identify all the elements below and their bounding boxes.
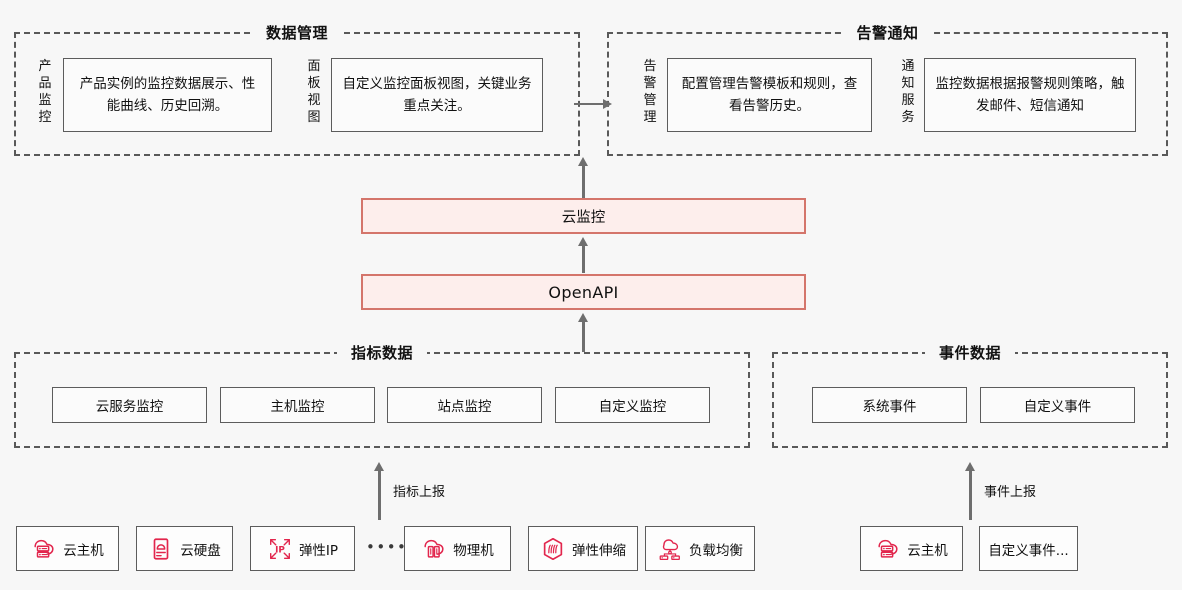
open-api-box[interactable]: OpenAPI [361, 274, 806, 310]
product-bare-metal[interactable]: 物理机 [404, 526, 511, 571]
arrow-data-management-to-alarm [574, 99, 612, 110]
arrow-shaft [582, 243, 585, 273]
arrow-head [578, 237, 588, 246]
product-cloud-server-event[interactable]: 云主机 [860, 526, 963, 571]
product-cloud-server-metric[interactable]: 云主机 [16, 526, 119, 571]
cloud-monitor-box[interactable]: 云监控 [361, 198, 806, 234]
group-alarm-notification: 告警通知 [607, 22, 1168, 156]
product-elastic-ip[interactable]: IP 弹性IP [250, 526, 355, 571]
auto-scaling-icon [540, 536, 566, 562]
arrow-label-metric-report: 指标上报 [393, 485, 446, 500]
chip-site-monitor[interactable]: 站点监控 [387, 387, 542, 423]
load-balancer-icon [657, 536, 683, 562]
product-label: 弹性伸缩 [572, 542, 626, 559]
cloud-server-icon [875, 536, 901, 562]
desc-box-product-monitor: 产品实例的监控数据展示、性能曲线、历史回溯。 [63, 58, 272, 132]
product-label: 自定义事件... [988, 542, 1069, 559]
elastic-ip-icon: IP [267, 536, 293, 562]
desc-box-panel-view: 自定义监控面板视图，关键业务重点关注。 [331, 58, 543, 132]
product-label: 物理机 [453, 542, 494, 559]
product-label: 云主机 [907, 542, 948, 559]
arrow-head [603, 99, 612, 109]
group-metric-data-title: 指标数据 [336, 342, 428, 363]
group-metric-data: 指标数据 [14, 342, 750, 448]
product-label: 云硬盘 [180, 542, 221, 559]
arrow-head [578, 313, 588, 322]
arrow-shaft [582, 319, 585, 352]
chip-cloud-service-monitor[interactable]: 云服务监控 [52, 387, 207, 423]
side-label-notification-service: 通知服务 [901, 59, 915, 125]
arrow-shaft [582, 163, 585, 198]
group-alarm-notification-title: 告警通知 [842, 22, 933, 43]
product-label: 负载均衡 [689, 542, 743, 559]
cloud-server-icon [31, 536, 57, 562]
chip-host-monitor[interactable]: 主机监控 [220, 387, 375, 423]
side-label-alarm-management: 告警管理 [643, 59, 657, 125]
arrow-label-event-report: 事件上报 [984, 485, 1037, 500]
product-label: 弹性IP [298, 542, 339, 559]
group-data-management-title: 数据管理 [251, 22, 343, 43]
side-label-panel-view: 面板视图 [307, 59, 321, 125]
chip-custom-event[interactable]: 自定义事件 [980, 387, 1135, 423]
chip-system-event[interactable]: 系统事件 [812, 387, 967, 423]
arrow-shaft [969, 468, 972, 520]
arrow-head [965, 462, 975, 471]
arrow-head [578, 157, 588, 166]
side-label-product-monitor: 产品监控 [38, 59, 52, 125]
cloud-disk-icon [148, 536, 174, 562]
desc-box-alarm-management: 配置管理告警模板和规则，查看告警历史。 [667, 58, 872, 132]
arrow-metric-report [374, 462, 385, 520]
product-auto-scaling[interactable]: 弹性伸缩 [528, 526, 638, 571]
svg-text:IP: IP [275, 545, 285, 555]
arrow-openapi-to-cloud-monitor [578, 237, 589, 273]
group-data-management: 数据管理 [14, 22, 580, 156]
arrow-cloud-monitor-to-groups [578, 157, 589, 198]
arrow-shaft [574, 103, 606, 105]
group-event-data-title: 事件数据 [924, 342, 1016, 363]
product-custom-event[interactable]: 自定义事件... [979, 526, 1078, 571]
product-cloud-disk[interactable]: 云硬盘 [136, 526, 233, 571]
group-event-data: 事件数据 [772, 342, 1168, 448]
product-label: 云主机 [63, 542, 104, 559]
product-load-balancer[interactable]: 负载均衡 [645, 526, 755, 571]
bare-metal-icon [421, 536, 447, 562]
arrow-shaft [378, 468, 381, 520]
desc-box-notification-service: 监控数据根据报警规则策略，触发邮件、短信通知 [924, 58, 1136, 132]
chip-custom-monitor[interactable]: 自定义监控 [555, 387, 710, 423]
arrow-metric-data-to-openapi [578, 313, 589, 352]
arrow-event-data-to-cloud-monitor [965, 462, 976, 520]
arrow-head [374, 462, 384, 471]
